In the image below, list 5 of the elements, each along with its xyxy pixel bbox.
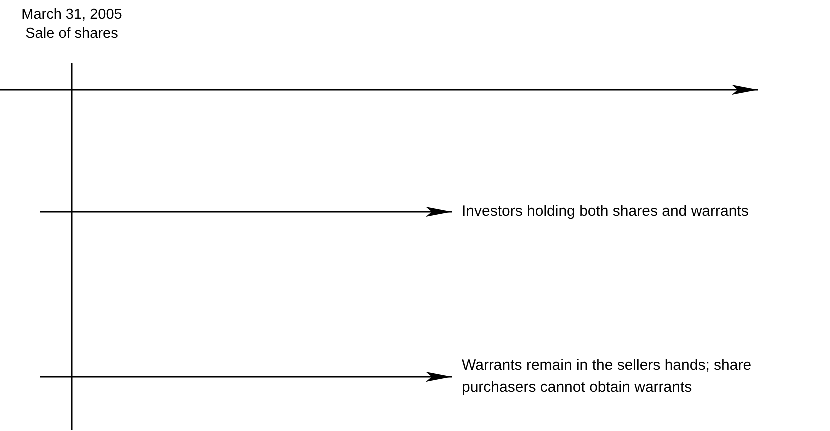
outcome-text: Warrants remain in the sellers hands; share purchasers cannot obtain warrants: [452, 355, 822, 399]
date-label: March 31, 2005 Sale of shares: [20, 6, 124, 44]
arrow: [40, 372, 452, 382]
outcome-text: Investors holding both shares and warrants: [452, 201, 822, 223]
arrow: [40, 207, 452, 217]
